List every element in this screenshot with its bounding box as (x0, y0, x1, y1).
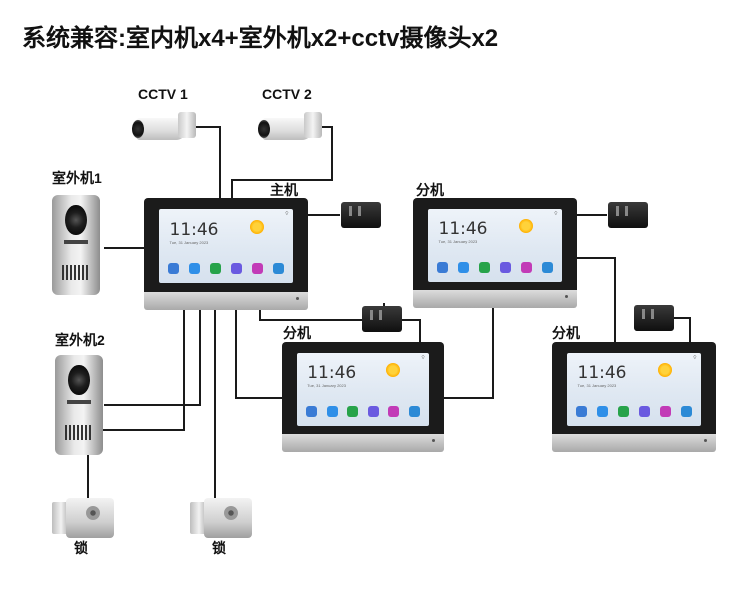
screen-date: Tue, 31 January 2023 (169, 240, 209, 246)
power-adapter-icon (608, 202, 648, 228)
sun-icon (386, 363, 401, 378)
monitor-icon: ⌔ 11:46 Tue, 31 January 2023 (413, 198, 577, 308)
cctv-camera-icon (132, 110, 202, 146)
monitor-icon: ⌔ 11:46 Tue, 31 January 2023 (282, 342, 444, 452)
wire-lock1 (87, 310, 185, 500)
screen-date: Tue, 31 January 2023 (438, 239, 478, 245)
label-main: 主机 (270, 182, 298, 198)
wifi-icon: ⌔ (692, 355, 698, 362)
wire-adapter-sub1 (400, 319, 421, 343)
label-lock2: 锁 (212, 540, 226, 556)
screen-time: 11:46 (169, 219, 219, 240)
wifi-icon: ⌔ (553, 211, 559, 218)
label-lock1: 锁 (74, 540, 88, 556)
label-outdoor1: 室外机1 (52, 170, 102, 186)
door-station-icon (55, 355, 103, 455)
wire-main-sub1 (235, 310, 298, 399)
wire-adapter-sub3 (673, 317, 691, 344)
wire-cctv2-main (231, 126, 333, 200)
power-adapter-icon (634, 305, 674, 331)
label-outdoor2: 室外机2 (55, 332, 105, 348)
label-sub1: 分机 (283, 325, 311, 341)
label-sub3: 分机 (552, 325, 580, 341)
screen-date: Tue, 31 January 2023 (307, 383, 346, 389)
door-station-icon (52, 195, 100, 295)
label-cctv1: CCTV 1 (138, 86, 188, 102)
wire-outdoor2-main (104, 310, 201, 406)
monitor-icon: ⌔ 11:46 Tue, 31 January 2023 (552, 342, 716, 452)
sun-icon (657, 363, 672, 378)
electric-lock-icon (52, 498, 114, 538)
cctv-camera-icon (258, 110, 328, 146)
monitor-icon: ⌔ 11:46 Tue, 31 January 2023 (144, 198, 308, 310)
wire-sub2-sub3 (575, 257, 616, 344)
screen-time: 11:46 (307, 363, 357, 384)
wifi-icon: ⌔ (420, 355, 426, 362)
wire-cctv1-main (190, 126, 221, 200)
sun-icon (518, 219, 533, 234)
screen-time: 11:46 (577, 363, 627, 384)
wire-sub2-sub1 (443, 305, 494, 399)
electric-lock-icon (190, 498, 252, 538)
power-adapter-icon (362, 306, 402, 332)
label-cctv2: CCTV 2 (262, 86, 312, 102)
screen-time: 11:46 (438, 219, 488, 240)
wifi-icon: ⌔ (284, 211, 290, 218)
label-sub2: 分机 (416, 182, 444, 198)
screen-date: Tue, 31 January 2023 (577, 383, 617, 389)
sun-icon (249, 219, 264, 234)
page-title: 系统兼容:室内机x4+室外机x2+cctv摄像头x2 (22, 25, 499, 52)
power-adapter-icon (341, 202, 381, 228)
